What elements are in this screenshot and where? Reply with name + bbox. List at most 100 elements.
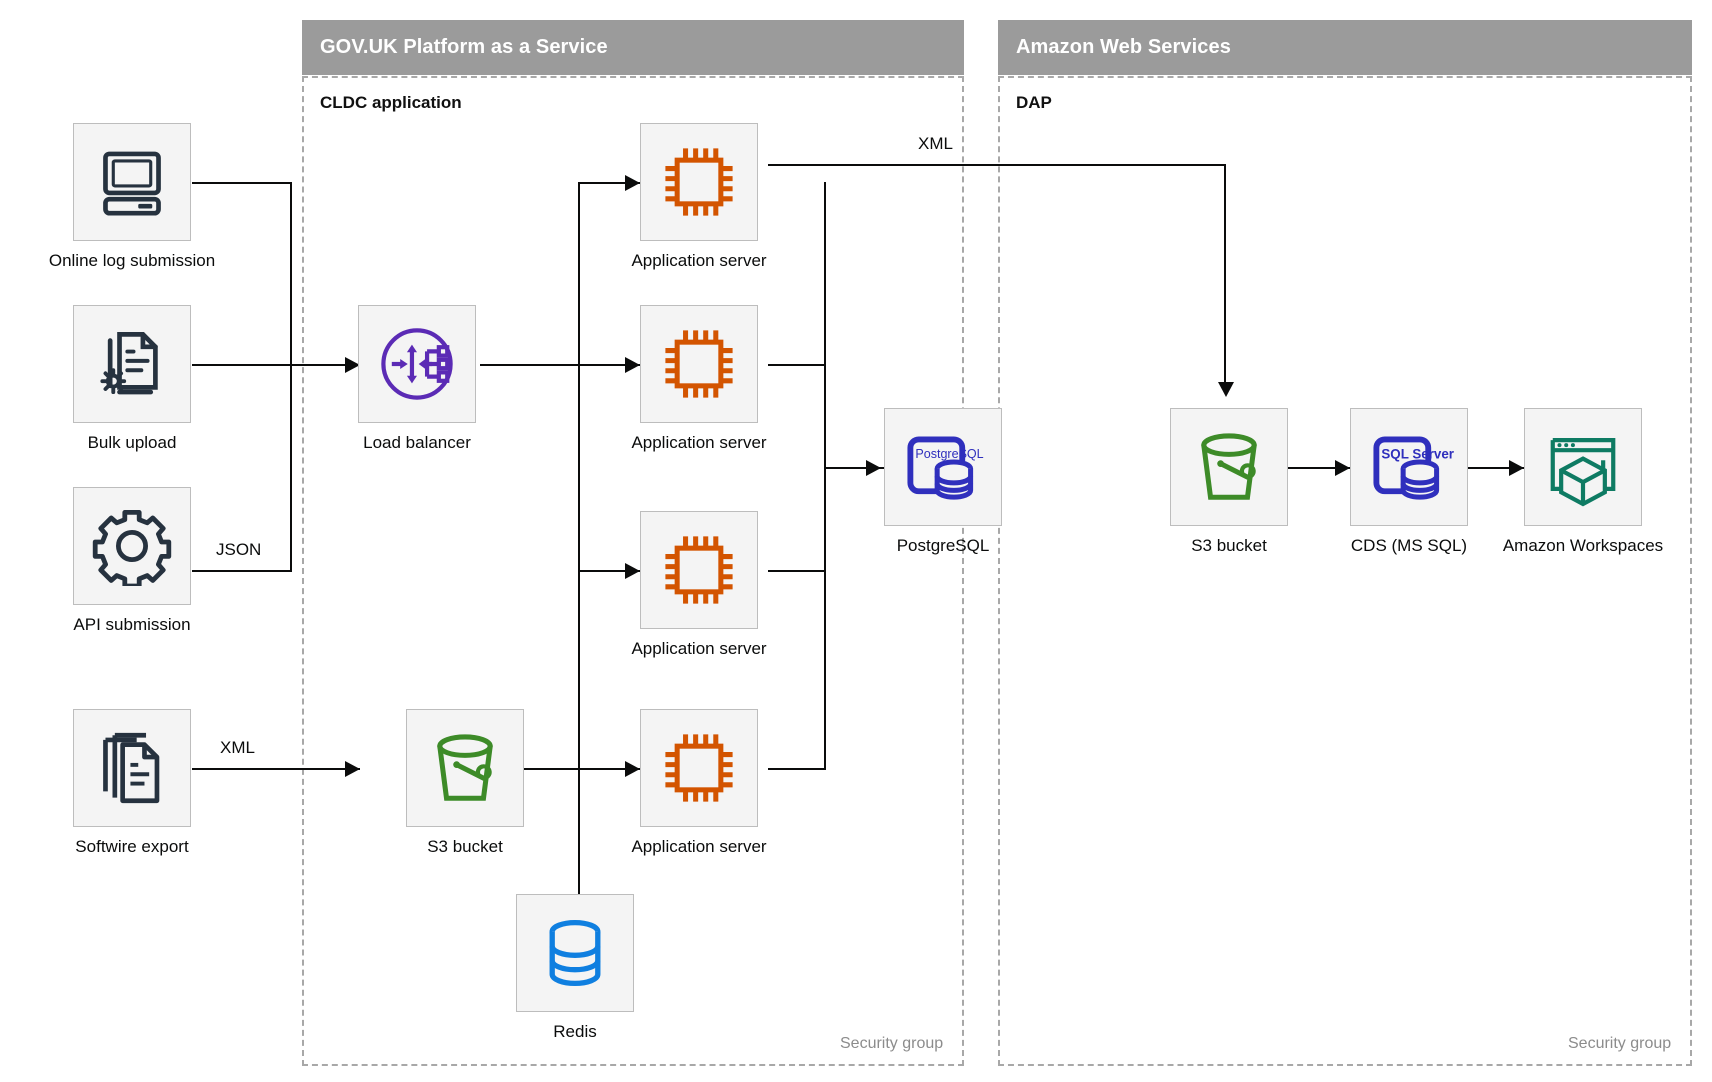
node-postgresql-label: PostgreSQL: [896, 536, 990, 555]
node-app-server-4[interactable]: Application server: [631, 709, 767, 856]
node-app-server-1-box: [640, 123, 758, 241]
node-app-server-4-box: [640, 709, 758, 827]
edge-bulk-to-lb: [192, 364, 360, 366]
edge-dap-vertical: [1224, 164, 1226, 386]
node-s3-bucket-paas-label: S3 bucket: [427, 837, 503, 856]
edge-s3aws-to-cds: [1288, 467, 1350, 469]
node-bulk-upload-box: [73, 305, 191, 423]
sublabel-cldc-application: CLDC application: [320, 93, 462, 112]
arrow-into-workspaces: [1509, 460, 1524, 476]
edge-fanout-to-app4: [578, 768, 640, 770]
edge-label-xml-dap: XML: [918, 134, 953, 153]
node-app-server-3-label: Application server: [631, 639, 767, 658]
node-app-server-4-label: Application server: [631, 837, 767, 856]
edge-app3-to-collector: [768, 570, 826, 572]
node-online-log-submission[interactable]: Online log submission: [49, 123, 215, 270]
node-s3-bucket-aws-label: S3 bucket: [1191, 536, 1267, 555]
arrow-into-app-server-4: [625, 761, 640, 777]
bucket-icon: [423, 726, 507, 810]
node-cds-ms-sql[interactable]: SQL Server CDS (MS SQL): [1350, 408, 1468, 555]
node-postgresql[interactable]: PostgreSQL PostgreSQL: [884, 408, 1002, 555]
node-redis-label: Redis: [553, 1022, 597, 1041]
node-amazon-workspaces-label: Amazon Workspaces: [1502, 536, 1664, 555]
edge-lb-to-fanout: [480, 364, 580, 366]
group-banner-paas: GOV.UK Platform as a Service: [302, 20, 964, 75]
arrow-into-load-balancer: [345, 357, 360, 373]
edge-fanout-to-app3: [578, 570, 640, 572]
node-s3-bucket-paas[interactable]: S3 bucket: [406, 709, 524, 856]
node-redis-box: [516, 894, 634, 1012]
sql-server-badge-text: SQL Server: [1381, 447, 1454, 462]
desktop-computer-icon: [93, 143, 171, 221]
edge-app1-to-dap: [768, 164, 1226, 166]
node-s3-bucket-aws-box: [1170, 408, 1288, 526]
security-group-label-paas: Security group: [840, 1035, 944, 1052]
node-softwire-export-label: Softwire export: [75, 837, 189, 856]
node-load-balancer[interactable]: Load balancer: [358, 305, 476, 452]
edge-app2-to-collector: [768, 364, 826, 366]
group-banner-aws-label: Amazon Web Services: [1016, 36, 1231, 58]
edge-label-json: JSON: [216, 540, 262, 559]
edge-online-to-bus: [192, 182, 292, 184]
node-online-log-submission-label: Online log submission: [48, 251, 216, 270]
edge-s3-to-app4: [524, 768, 584, 770]
node-app-server-1[interactable]: Application server: [631, 123, 767, 270]
database-cylinder-icon: [537, 915, 613, 991]
node-amazon-workspaces[interactable]: Amazon Workspaces: [1503, 408, 1663, 555]
sql-server-icon: SQL Server: [1363, 421, 1455, 513]
gear-icon: [92, 506, 172, 586]
node-app-server-2-label: Application server: [631, 433, 767, 452]
edge-fanout-to-app1: [578, 182, 640, 184]
node-bulk-upload[interactable]: Bulk upload: [73, 305, 191, 452]
document-gear-icon: [93, 325, 171, 403]
node-redis[interactable]: Redis: [516, 894, 634, 1041]
edge-app4-to-collector: [768, 768, 826, 770]
node-app-server-2[interactable]: Application server: [631, 305, 767, 452]
security-group-aws: [998, 76, 1692, 1066]
arrow-into-app-server-1: [625, 175, 640, 191]
arrow-into-s3-paas: [345, 761, 360, 777]
edge-collector-vertical: [824, 182, 826, 770]
postgresql-icon: PostgreSQL: [897, 421, 989, 513]
postgresql-badge-text: PostgreSQL: [915, 447, 983, 461]
edge-label-xml-softwire: XML: [220, 738, 255, 757]
node-app-server-1-label: Application server: [631, 251, 767, 270]
security-group-label-aws: Security group: [1568, 1035, 1672, 1052]
node-s3-bucket-paas-box: [406, 709, 524, 827]
group-banner-aws: Amazon Web Services: [998, 20, 1692, 75]
documents-stack-icon: [93, 729, 171, 807]
edge-fanout-vertical-down: [578, 364, 580, 770]
node-softwire-export[interactable]: Softwire export: [73, 709, 191, 856]
arrow-into-cds: [1335, 460, 1350, 476]
arrow-into-app-server-3: [625, 563, 640, 579]
edge-collector-to-postgres: [824, 467, 884, 469]
node-cds-ms-sql-box: SQL Server: [1350, 408, 1468, 526]
load-balancer-icon: [375, 322, 459, 406]
edge-fanout-to-app2: [578, 364, 640, 366]
sublabel-dap: DAP: [1016, 93, 1052, 112]
node-api-submission-box: [73, 487, 191, 605]
node-api-submission[interactable]: API submission: [73, 487, 191, 634]
edge-redis-to-bus: [578, 768, 580, 910]
node-amazon-workspaces-box: [1524, 408, 1642, 526]
node-load-balancer-box: [358, 305, 476, 423]
node-postgresql-box: PostgreSQL: [884, 408, 1002, 526]
node-softwire-export-box: [73, 709, 191, 827]
arrow-into-app-server-2: [625, 357, 640, 373]
node-api-submission-label: API submission: [73, 615, 191, 634]
node-bulk-upload-label: Bulk upload: [87, 433, 177, 452]
node-app-server-2-box: [640, 305, 758, 423]
node-load-balancer-label: Load balancer: [363, 433, 471, 452]
group-banner-paas-label: GOV.UK Platform as a Service: [320, 36, 608, 58]
workspaces-cube-icon: [1541, 425, 1625, 509]
node-s3-bucket-aws[interactable]: S3 bucket: [1170, 408, 1288, 555]
edge-cds-to-workspaces: [1462, 467, 1524, 469]
node-app-server-3[interactable]: Application server: [631, 511, 767, 658]
cpu-chip-icon: [657, 140, 741, 224]
edge-fanout-vertical-up: [578, 182, 580, 366]
edge-bus-vertical-bottom: [290, 364, 292, 572]
cpu-chip-icon: [657, 726, 741, 810]
cpu-chip-icon: [657, 528, 741, 612]
arrow-into-postgresql: [866, 460, 881, 476]
